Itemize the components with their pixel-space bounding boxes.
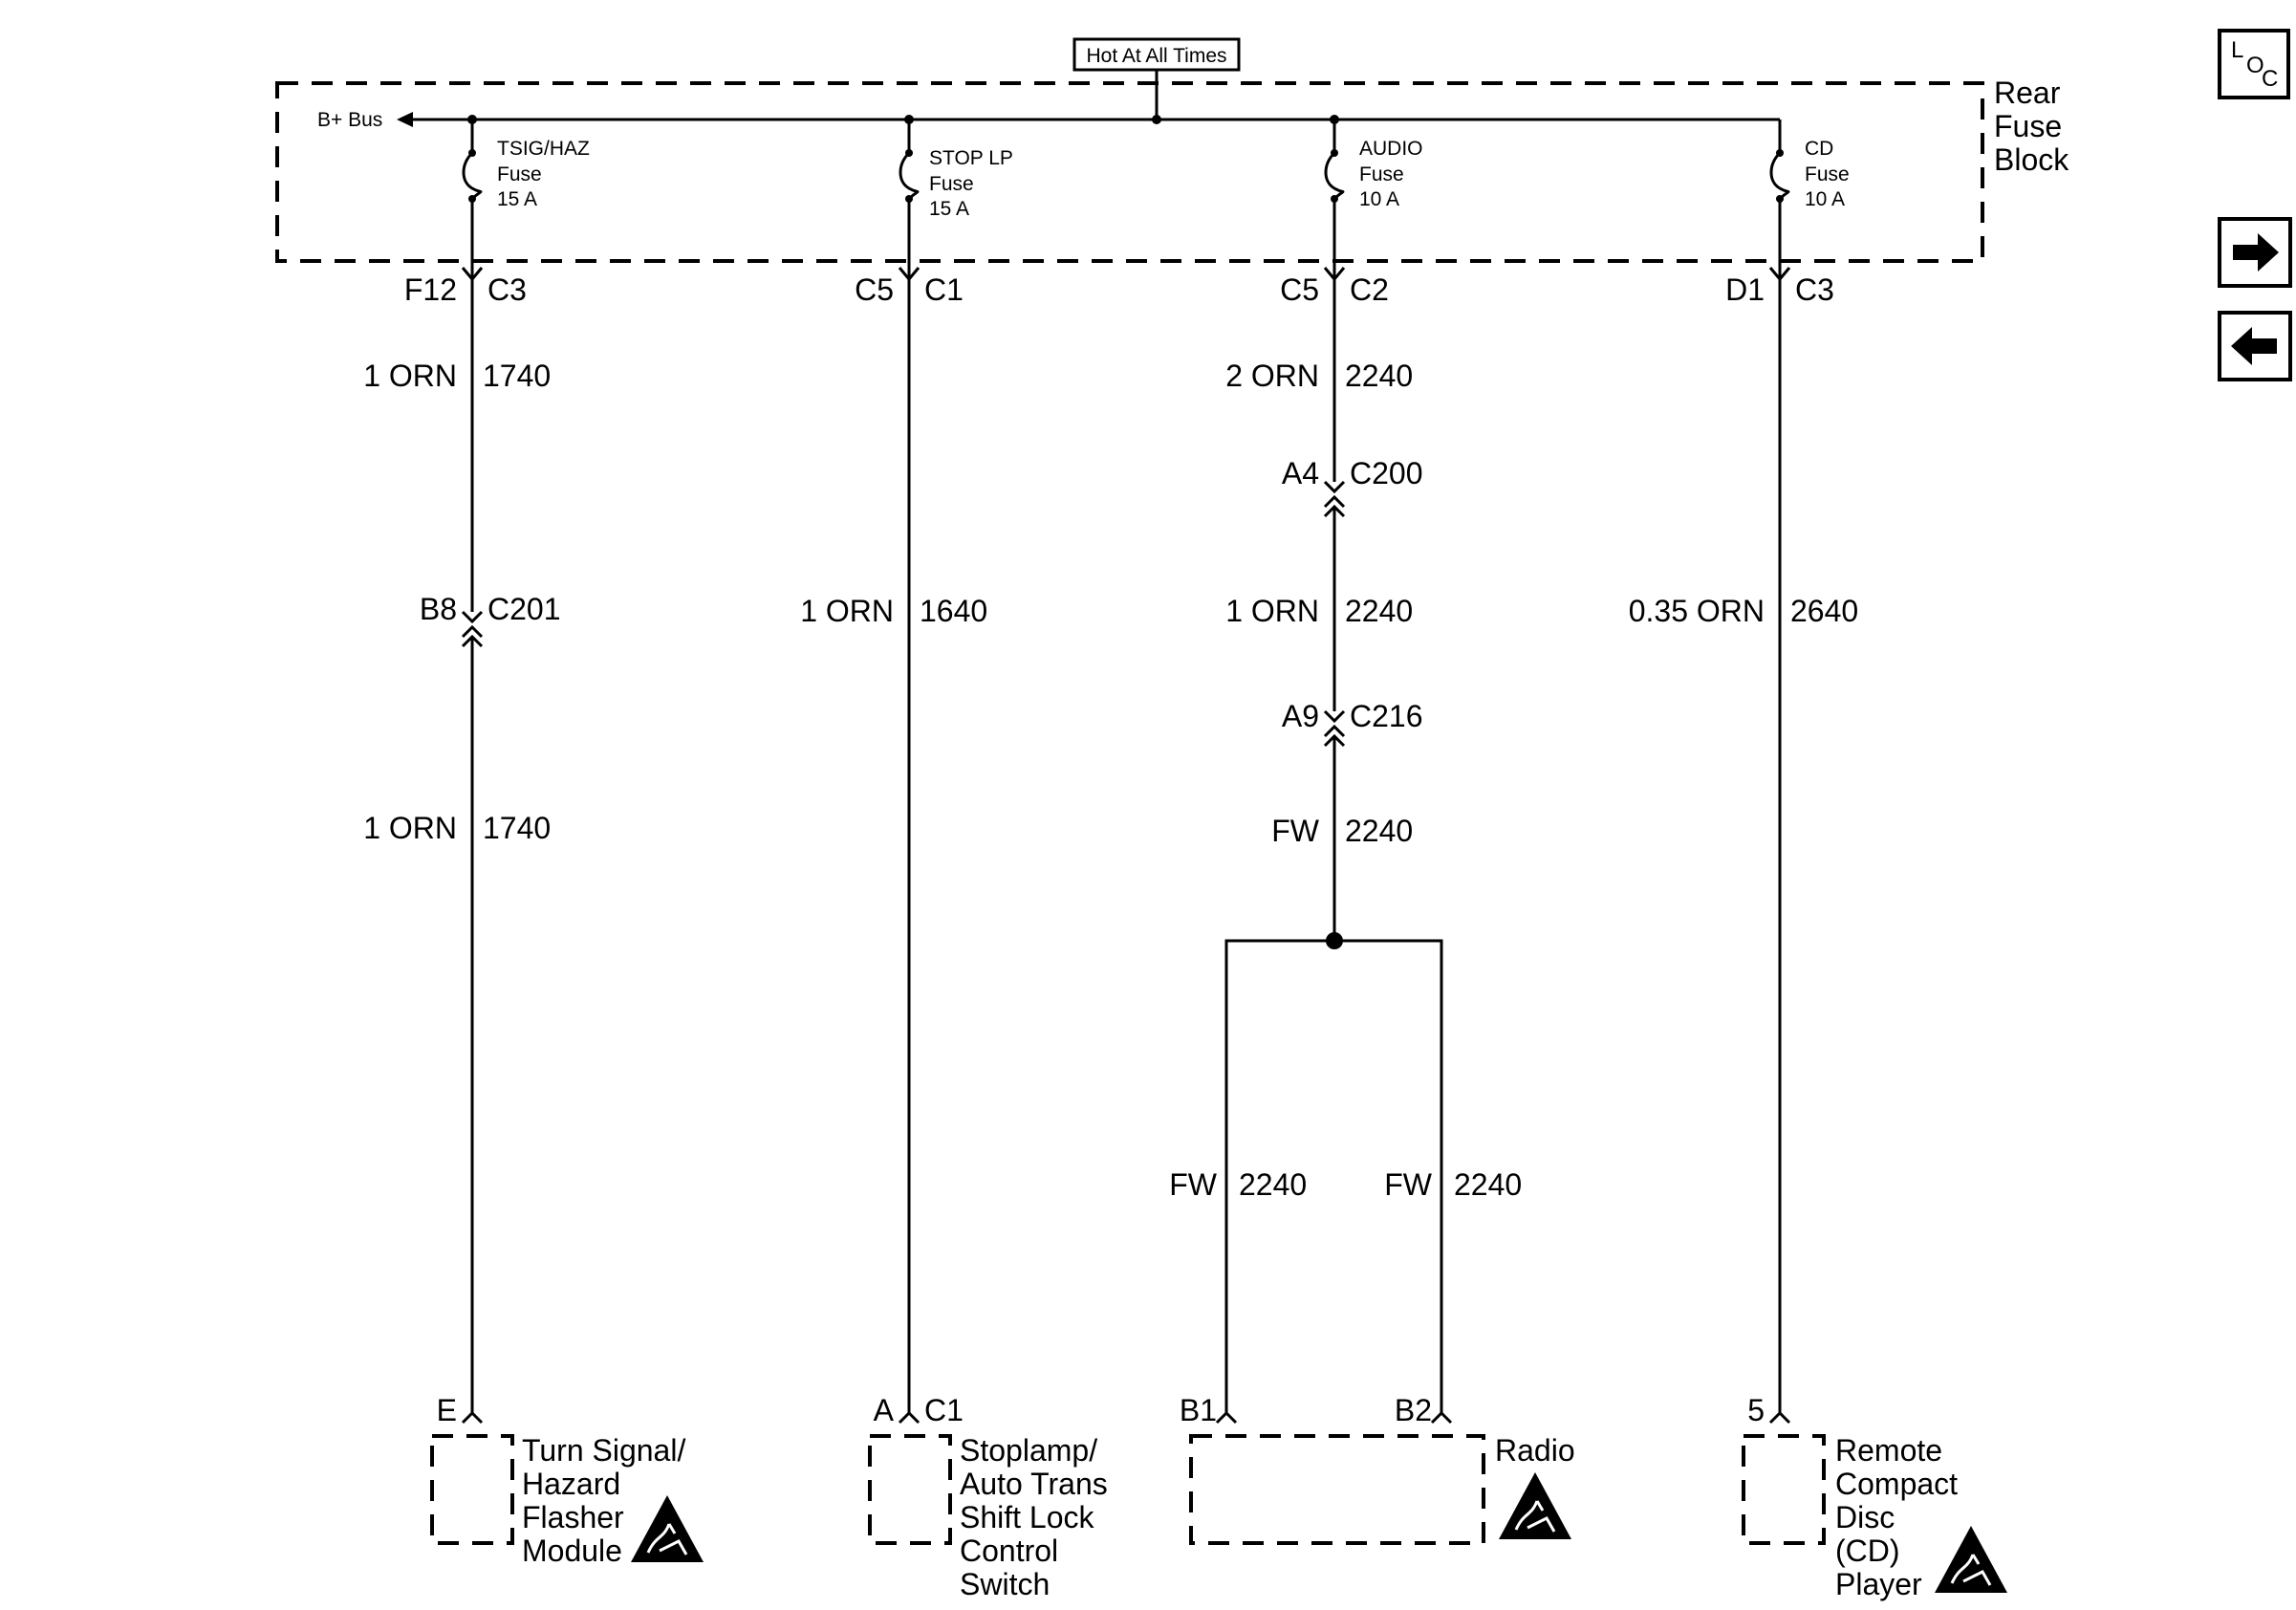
arrow-left-icon [2231, 327, 2277, 365]
svg-text:A9: A9 [1282, 699, 1319, 733]
svg-text:Hot At All Times: Hot At All Times [1086, 45, 1226, 67]
svg-text:C200: C200 [1350, 456, 1423, 490]
fuse-audio: AUDIO Fuse 10 A [1323, 115, 1423, 282]
stoplamp-shift-lock-control-switch: Stoplamp/ Auto Trans Shift Lock Control … [868, 1433, 1108, 1601]
svg-text:C201: C201 [487, 592, 561, 626]
svg-text:Player: Player [1835, 1567, 1922, 1601]
svg-text:5: 5 [1747, 1393, 1765, 1427]
svg-text:(CD): (CD) [1835, 1534, 1900, 1568]
svg-text:Block: Block [1994, 142, 2069, 177]
svg-text:C3: C3 [487, 272, 527, 307]
svg-text:15 A: 15 A [929, 198, 969, 220]
b-plus-bus-label: B+ Bus [317, 109, 382, 131]
svg-text:1 ORN: 1 ORN [800, 594, 894, 628]
svg-text:Turn Signal/: Turn Signal/ [522, 1433, 685, 1468]
location-button[interactable]: L O C [2218, 29, 2290, 99]
circuit-radio: C5 C2 2 ORN 2240 A4 C200 1 ORN 2240 A9 C… [1169, 272, 1522, 1427]
svg-text:C5: C5 [855, 272, 894, 307]
svg-text:Fuse: Fuse [929, 173, 974, 195]
fuse-stop-lp: STOP LP Fuse 15 A [898, 115, 1013, 282]
svg-text:2240: 2240 [1345, 594, 1413, 628]
svg-text:STOP LP: STOP LP [929, 147, 1013, 169]
svg-text:A4: A4 [1282, 456, 1319, 490]
svg-text:C: C [2262, 66, 2278, 92]
esd-warning-icon [1497, 1470, 1573, 1541]
svg-text:D1: D1 [1725, 272, 1765, 307]
fuse-tsig-haz: TSIG/HAZ Fuse 15 A [461, 115, 590, 282]
circuit-turn-signal: F12 C3 1 ORN 1740 B8 C201 1 ORN 1740 E [363, 272, 560, 1427]
svg-text:2240: 2240 [1239, 1167, 1307, 1202]
svg-text:10 A: 10 A [1805, 188, 1845, 210]
remote-cd-player: Remote Compact Disc (CD) Player [1742, 1433, 2009, 1601]
esd-warning-icon [629, 1493, 705, 1564]
svg-text:FW: FW [1384, 1167, 1433, 1202]
svg-text:C1: C1 [924, 1393, 964, 1427]
radio-component: Radio [1189, 1433, 1575, 1545]
svg-text:0.35 ORN: 0.35 ORN [1629, 594, 1765, 628]
svg-text:1 ORN: 1 ORN [363, 359, 457, 393]
svg-text:Module: Module [522, 1534, 622, 1568]
svg-text:FW: FW [1271, 814, 1320, 848]
svg-text:2240: 2240 [1345, 359, 1413, 393]
svg-text:Shift Lock: Shift Lock [960, 1500, 1095, 1534]
svg-text:Fuse: Fuse [1805, 163, 1850, 185]
svg-text:Control: Control [960, 1534, 1058, 1568]
svg-text:1740: 1740 [483, 811, 551, 845]
previous-page-button[interactable] [2218, 311, 2292, 381]
svg-text:C2: C2 [1350, 272, 1389, 307]
svg-text:Flasher: Flasher [522, 1500, 624, 1534]
svg-text:AUDIO: AUDIO [1359, 138, 1423, 160]
svg-text:C216: C216 [1350, 699, 1423, 733]
svg-text:FW: FW [1169, 1167, 1218, 1202]
rear-fuse-block-label: Rear Fuse Block [1994, 76, 2069, 177]
svg-text:L: L [2231, 37, 2243, 63]
svg-text:2240: 2240 [1345, 814, 1413, 848]
svg-text:C3: C3 [1795, 272, 1834, 307]
svg-text:Fuse: Fuse [1359, 163, 1404, 185]
svg-text:15 A: 15 A [497, 188, 537, 210]
svg-text:Auto Trans: Auto Trans [960, 1467, 1108, 1501]
svg-text:Rear: Rear [1994, 76, 2061, 110]
fuse-cd: CD Fuse 10 A [1768, 120, 1850, 282]
svg-text:TSIG/HAZ: TSIG/HAZ [497, 138, 590, 160]
svg-text:O: O [2246, 53, 2264, 78]
svg-text:C1: C1 [924, 272, 964, 307]
svg-text:Switch: Switch [960, 1567, 1050, 1601]
svg-text:B8: B8 [420, 592, 457, 626]
svg-text:1 ORN: 1 ORN [363, 811, 457, 845]
next-page-button[interactable] [2218, 217, 2292, 288]
arrow-right-icon [2233, 233, 2279, 272]
svg-text:1740: 1740 [483, 359, 551, 393]
svg-text:1640: 1640 [920, 594, 987, 628]
svg-text:Fuse: Fuse [497, 163, 542, 185]
rear-fuse-block-box [275, 81, 1984, 263]
svg-text:Compact: Compact [1835, 1467, 1958, 1501]
svg-text:A: A [874, 1393, 895, 1427]
b-plus-bus-arrow [397, 112, 413, 127]
svg-text:2640: 2640 [1790, 594, 1858, 628]
svg-text:2240: 2240 [1454, 1167, 1522, 1202]
svg-text:F12: F12 [404, 272, 457, 307]
svg-text:CD: CD [1805, 138, 1833, 160]
svg-text:Stoplamp/: Stoplamp/ [960, 1433, 1097, 1468]
svg-text:B2: B2 [1395, 1393, 1432, 1427]
turn-signal-hazard-flasher-module: Turn Signal/ Hazard Flasher Module [430, 1433, 705, 1568]
svg-text:C5: C5 [1280, 272, 1319, 307]
circuit-cd-player: D1 C3 0.35 ORN 2640 5 [1629, 272, 1858, 1427]
svg-text:1 ORN: 1 ORN [1225, 594, 1319, 628]
hot-at-all-times-label: Hot At All Times [1072, 37, 1241, 72]
svg-text:10 A: 10 A [1359, 188, 1399, 210]
svg-text:B1: B1 [1180, 1393, 1217, 1427]
svg-text:Fuse: Fuse [1994, 109, 2062, 143]
svg-text:Radio: Radio [1495, 1433, 1575, 1468]
svg-text:2 ORN: 2 ORN [1225, 359, 1319, 393]
esd-warning-icon [1933, 1524, 2009, 1595]
svg-text:E: E [437, 1393, 457, 1427]
circuit-stoplamp: C5 C1 1 ORN 1640 A C1 [800, 272, 987, 1427]
svg-text:Hazard: Hazard [522, 1467, 620, 1501]
svg-text:Remote: Remote [1835, 1433, 1942, 1468]
svg-text:Disc: Disc [1835, 1500, 1895, 1534]
